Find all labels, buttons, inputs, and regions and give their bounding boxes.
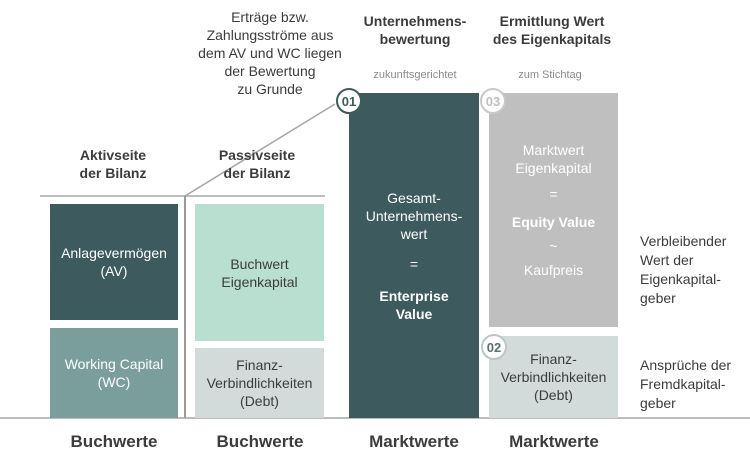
marktwert-eigenkapital-label: Marktwert Eigenkapital [515, 142, 592, 176]
buchwert-eigenkapital-label: Buchwert Eigenkapital [221, 255, 298, 290]
buchwert-eigenkapital-box: Buchwert Eigenkapital [195, 204, 324, 341]
gesamtunternehmenswert-label: Gesamt- Unternehmens- wert [365, 189, 463, 242]
sub-zum-stichtag: zum Stichtag [518, 69, 582, 81]
equity-equals-sign: = [549, 186, 558, 202]
equity-value-box: Marktwert Eigenkapital = Equity Value ~ … [489, 93, 618, 327]
working-capital-label: Working Capital (WC) [64, 356, 164, 390]
footer-marktwerte-2: Marktwerte [509, 432, 599, 451]
ev-equals-sign: = [409, 255, 419, 272]
equity-value-label: Equity Value [511, 214, 596, 230]
kaufpreis-label: Kaufpreis [523, 262, 584, 278]
finanzverbindlichkeiten-right-label: Finanz- Verbindlichkeiten (Debt) [500, 351, 607, 403]
diagonal-connector-line [184, 103, 336, 197]
working-capital-box: Working Capital (WC) [50, 328, 178, 418]
footer-buchwerte-2: Buchwerte [216, 432, 304, 451]
side-label-ansprueche-fremdkapital: Ansprüche der Fremdkapital- geber [640, 357, 732, 411]
header-ermittlung-eigenkapital: Ermittlung Wert des Eigenkapitals [492, 13, 612, 47]
anlagevermoegen-box: Anlagevermögen (AV) [50, 204, 178, 320]
top-note: Erträge bzw. Zahlungsströme aus dem AV u… [198, 9, 342, 97]
enterprise-value-label: Enterprise Value [379, 287, 449, 322]
header-aktivseite: Aktivseite der Bilanz [79, 147, 147, 181]
badge-03: 03 [480, 88, 506, 114]
sub-zukunftsgerichtet: zukunftsgerichtet [373, 69, 457, 81]
header-unternehmensbewertung: Unternehmens- bewertung [363, 13, 467, 47]
footer-marktwerte-1: Marktwerte [369, 432, 459, 451]
finanzverbindlichkeiten-right-box: Finanz- Verbindlichkeiten (Debt) [489, 336, 618, 418]
anlagevermoegen-label: Anlagevermögen (AV) [61, 245, 167, 279]
enterprise-value-box: Gesamt- Unternehmens- wert = Enterprise … [349, 93, 479, 418]
footer-buchwerte-1: Buchwerte [70, 432, 158, 451]
side-label-verbleibender-wert: Verbleibender Wert der Eigenkapital- geb… [640, 233, 727, 306]
badge-02: 02 [481, 334, 507, 360]
finanzverbindlichkeiten-left-label: Finanz- Verbindlichkeiten (Debt) [206, 357, 313, 409]
approx-sign: ~ [549, 238, 558, 254]
finanzverbindlichkeiten-left-box: Finanz- Verbindlichkeiten (Debt) [195, 348, 324, 418]
header-passivseite: Passivseite der Bilanz [218, 147, 296, 181]
badge-01: 01 [336, 88, 362, 114]
